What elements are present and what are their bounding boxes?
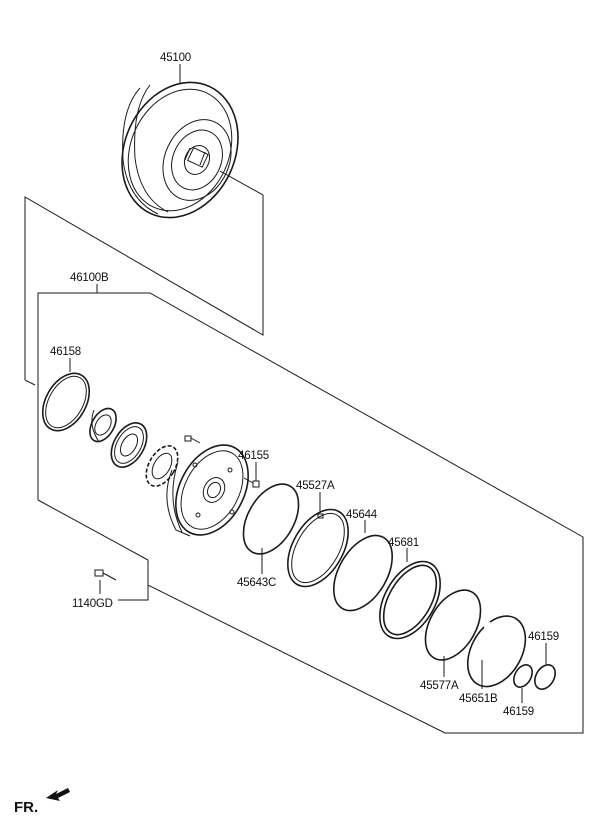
- label-45651B: 45651B: [459, 693, 498, 705]
- front-arrow-icon: [46, 788, 70, 801]
- seal-ring-45681: [379, 560, 441, 640]
- seal-ring-45577A: [424, 589, 482, 661]
- torque-converter-group-outline: [24, 170, 264, 386]
- label-46159-top: 46159: [528, 631, 559, 643]
- seal-ring-45643C: [242, 483, 300, 555]
- torque-converter-45100: [121, 81, 239, 219]
- o-ring-46158: [41, 372, 91, 432]
- fr-label: FR.: [14, 799, 38, 816]
- pump-assembly-outline: [37, 284, 584, 734]
- inner-gear: [145, 445, 179, 487]
- label-45100: 45100: [160, 52, 191, 64]
- outer-gear: [110, 422, 148, 468]
- bolt-46155: [243, 477, 260, 488]
- label-46100B: 46100B: [70, 272, 109, 284]
- label-46158: 46158: [50, 346, 81, 358]
- bolt-1140GD: [94, 569, 117, 581]
- label-45527A: 45527A: [296, 480, 335, 492]
- label-45577A: 45577A: [420, 680, 459, 692]
- label-45681: 45681: [388, 537, 419, 549]
- snap-ring-45651B: [466, 615, 527, 688]
- oil-seal: [89, 407, 117, 443]
- o-ring-46159-a: [513, 664, 533, 688]
- label-46159-bottom: 46159: [503, 706, 534, 718]
- label-1140GD: 1140GD: [72, 598, 113, 610]
- leader-lines: [69, 64, 547, 703]
- label-45644: 45644: [346, 509, 378, 521]
- label-46155: 46155: [238, 450, 269, 462]
- front-direction-indicator: FR.: [14, 788, 70, 816]
- o-ring-46159-b: [534, 664, 556, 690]
- seal-ring-45644: [333, 534, 393, 612]
- seal-ring-45527A: [287, 508, 349, 588]
- screw-small: [184, 435, 201, 444]
- label-45643C: 45643C: [237, 577, 276, 589]
- pump-body: [166, 444, 249, 537]
